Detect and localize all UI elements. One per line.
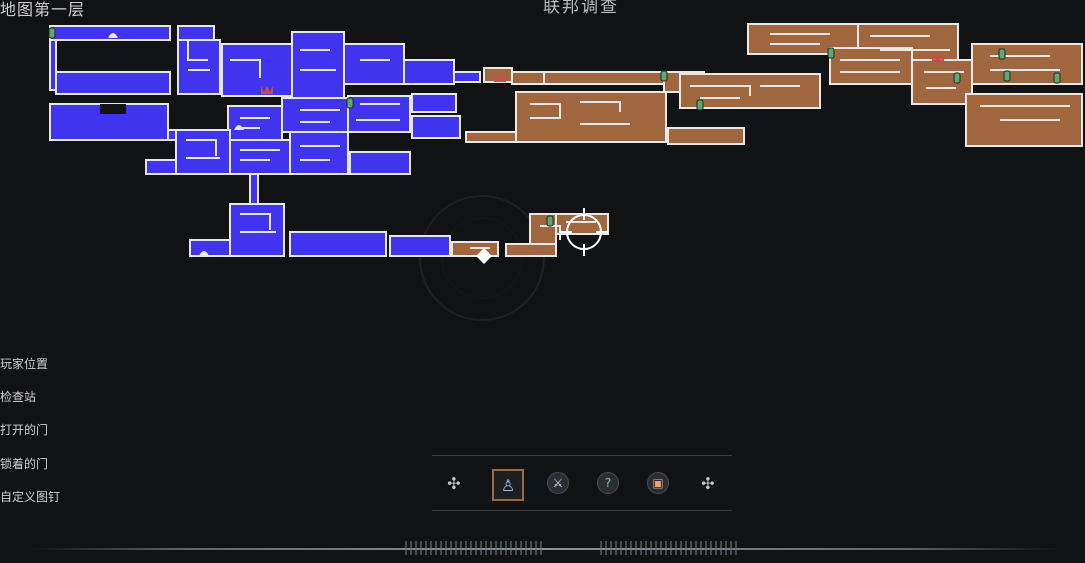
map-room	[453, 71, 481, 83]
map-room	[971, 43, 1083, 85]
map-room	[175, 129, 231, 175]
explored-blue-region	[49, 25, 481, 257]
boss-icon	[494, 74, 506, 82]
map-room	[249, 173, 259, 205]
checkpoint-icon	[199, 251, 209, 256]
legend-open-door: 打开的门	[0, 423, 49, 437]
toolbar-top-divider	[432, 455, 732, 456]
map-room	[829, 47, 913, 85]
map-room	[145, 159, 177, 175]
open-door-icon	[660, 70, 668, 82]
open-door-icon	[998, 48, 1006, 60]
open-door-icon	[1003, 70, 1011, 82]
map-room	[167, 129, 177, 141]
character-icon: ♙	[500, 475, 516, 495]
map-floor-title: 地图第一层	[0, 0, 86, 19]
sword-icon: ⚔	[547, 472, 569, 494]
map-room	[347, 95, 411, 133]
checkpoint-markers	[108, 33, 244, 256]
blue-interior-walls	[100, 40, 400, 233]
dpad-left-icon[interactable]: ✣	[447, 473, 461, 493]
map-cursor-crosshair[interactable]	[560, 208, 608, 256]
open-door-icon	[48, 27, 56, 39]
map-room	[189, 239, 231, 257]
legend-locked-door: 锁着的门	[0, 457, 49, 471]
open-door-icon	[696, 99, 704, 111]
character-filter-button[interactable]: ♙	[492, 469, 524, 501]
map-room	[55, 71, 171, 95]
boss-icon	[932, 54, 944, 62]
open-door-icon	[546, 215, 554, 227]
map-room	[389, 235, 451, 257]
boss-markers	[261, 54, 944, 94]
map-room	[349, 151, 411, 175]
map-room	[505, 243, 557, 257]
weapon-filter-button[interactable]: ⚔	[544, 469, 572, 497]
open-door-icon	[346, 97, 354, 109]
player-position-marker	[476, 248, 492, 264]
bottom-ornament-right	[600, 541, 740, 555]
map-room	[177, 39, 221, 95]
checkpoint-icon	[234, 125, 244, 130]
map-room	[403, 59, 455, 85]
bottom-ornament-left	[405, 541, 545, 555]
toolbar-bottom-divider	[432, 510, 732, 511]
map-filter-toolbar: ✣ ♙ ⚔ ? ▣ ✣	[432, 455, 732, 513]
bottom-decorative-bar	[30, 548, 1060, 550]
dpad-right-icon[interactable]: ✣	[701, 473, 715, 493]
map-room	[229, 203, 285, 257]
map-room	[229, 139, 291, 175]
radar-inner-circle	[441, 217, 523, 299]
map-room	[177, 25, 215, 41]
checkpoint-icon	[108, 33, 118, 38]
map-room	[291, 31, 345, 99]
map-room	[411, 93, 457, 113]
map-room	[343, 43, 405, 85]
question-icon: ?	[597, 472, 619, 494]
open-door-icon	[827, 47, 835, 59]
radar-circle	[419, 195, 545, 321]
brown-interior-walls	[470, 33, 1070, 249]
map-room	[221, 43, 293, 97]
open-door-icon	[953, 72, 961, 84]
map-room	[667, 127, 745, 145]
map-room	[411, 115, 461, 139]
map-room	[465, 131, 517, 143]
map-room	[543, 71, 665, 85]
chest-icon: ▣	[647, 472, 669, 494]
legend-custom-pin: 自定义图钉	[0, 490, 61, 504]
map-room	[49, 39, 57, 91]
legend-player-position: 玩家位置	[0, 357, 49, 371]
map-room	[511, 71, 545, 85]
boss-icon	[261, 86, 273, 94]
explored-brown-region	[451, 23, 1083, 257]
map-room	[281, 97, 349, 133]
area-name-title: 联邦调查	[543, 0, 619, 17]
legend-checkpoint: 检查站	[0, 390, 37, 404]
map-room	[289, 131, 349, 175]
map-room	[911, 59, 973, 105]
unknown-filter-button[interactable]: ?	[594, 469, 622, 497]
map-room	[289, 231, 387, 257]
open-door-icon	[1053, 72, 1061, 84]
door-markers	[48, 27, 1061, 227]
chest-filter-button[interactable]: ▣	[644, 469, 672, 497]
map-room	[227, 105, 283, 141]
